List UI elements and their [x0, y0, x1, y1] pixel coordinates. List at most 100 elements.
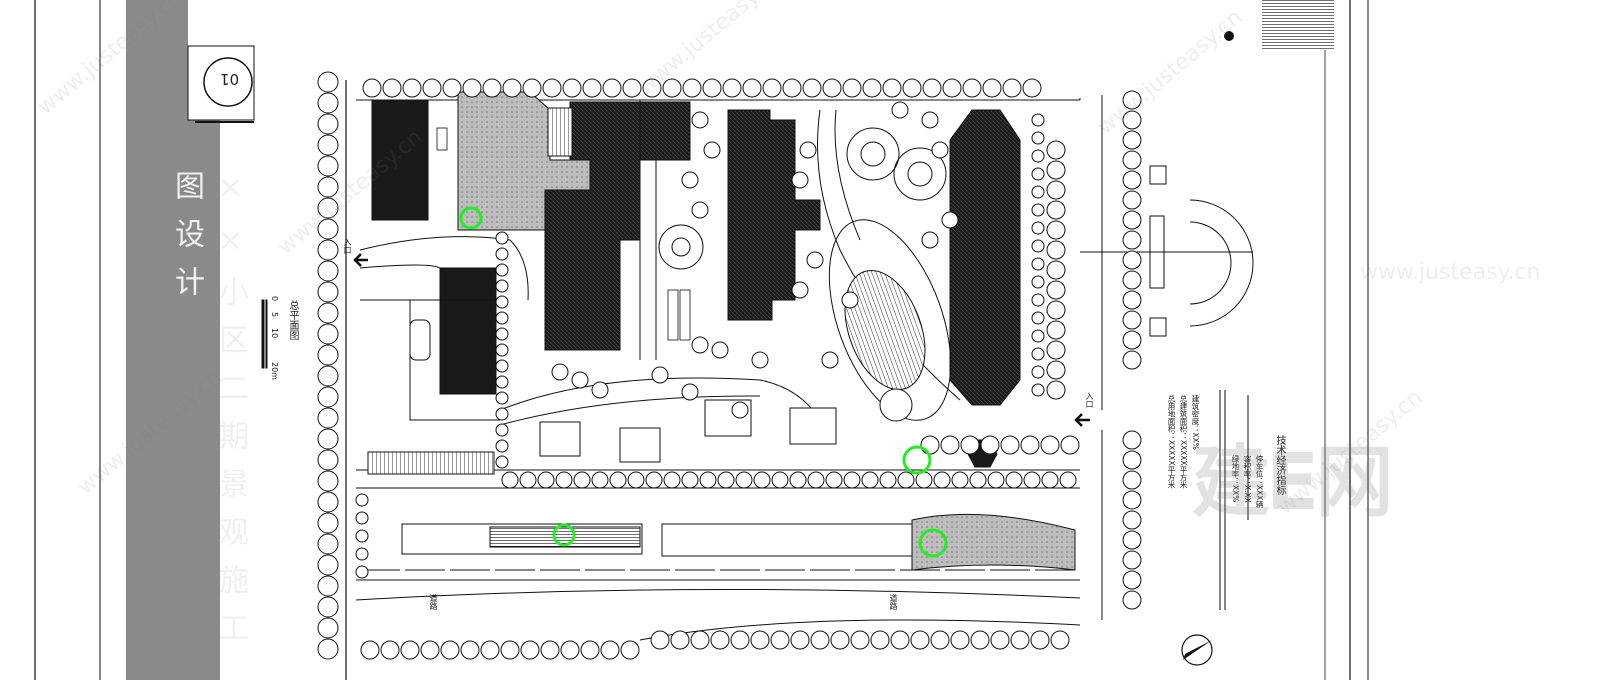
tree-icon — [1023, 471, 1041, 489]
road-label-south-2: 道路 — [889, 594, 898, 610]
parking — [436, 127, 691, 341]
tree-icon — [495, 327, 509, 341]
tree-icon — [980, 435, 1000, 455]
tree-icon — [602, 78, 622, 98]
road-label-south-1: 道路 — [429, 594, 438, 610]
tree-icon — [691, 201, 709, 219]
tree-icon — [580, 640, 600, 660]
tree-icon — [362, 78, 382, 98]
tree-icon — [782, 78, 802, 98]
tree-icon — [1031, 221, 1045, 235]
tree-icon — [771, 471, 789, 489]
tree-icon — [317, 281, 339, 303]
tree-icon — [920, 435, 940, 455]
tree-icon — [762, 78, 782, 98]
tree-icon — [1046, 260, 1066, 280]
tree-icon — [1122, 90, 1142, 110]
tree-icon — [1122, 470, 1142, 490]
tree-icon — [1031, 239, 1045, 253]
tree-icon — [951, 471, 969, 489]
tree-icon — [891, 101, 909, 119]
title-hatch-block — [1262, 0, 1334, 50]
tree-icon — [520, 640, 540, 660]
tree-icon — [931, 141, 949, 159]
tree-icon — [691, 111, 709, 129]
scale-labels: 0 5 10 20m — [270, 296, 284, 380]
tree-icon — [841, 291, 859, 309]
tree-icon — [1122, 190, 1142, 210]
tree-icon — [582, 78, 602, 98]
tree-icon — [317, 470, 339, 492]
tree-icon — [663, 471, 681, 489]
scale-label-20: 20m — [270, 362, 279, 380]
tree-icon — [1041, 471, 1059, 489]
notes-line: 绿地率：XX% — [1231, 455, 1240, 503]
tree-icon — [825, 471, 843, 489]
tree-icon — [620, 640, 640, 660]
tree-icon — [862, 78, 882, 98]
tree-icon — [1046, 200, 1066, 220]
tree-icon — [1059, 471, 1077, 489]
paved-courtyard — [457, 91, 591, 231]
tree-icon — [922, 78, 942, 98]
tree-icon — [1046, 220, 1066, 240]
tree-icon — [317, 71, 339, 93]
tree-icon — [982, 78, 1002, 98]
villas — [539, 399, 837, 463]
tree-icon — [941, 211, 959, 229]
tree-icon — [730, 630, 750, 650]
tree-icon — [890, 630, 910, 650]
tree-icon — [1122, 250, 1142, 270]
tree-icon — [1122, 270, 1142, 290]
tree-icon — [317, 155, 339, 177]
buildings — [371, 99, 1021, 468]
building-d — [727, 109, 821, 321]
tree-icon — [750, 630, 770, 650]
highlighted-trees — [459, 206, 948, 558]
tree-icon — [495, 263, 509, 277]
tree-icon — [830, 630, 850, 650]
tree-icon — [355, 565, 369, 579]
tree-icon — [1010, 630, 1030, 650]
tree-icon — [317, 197, 339, 219]
tree-icon — [317, 428, 339, 450]
tree-icon — [642, 78, 662, 98]
tree-icon — [495, 423, 509, 437]
tree-icon — [317, 218, 339, 240]
tree-icon — [1031, 329, 1045, 343]
tree-icon — [1046, 140, 1066, 160]
tree-icon — [822, 78, 842, 98]
tree-icon — [482, 78, 502, 98]
tree-icon — [942, 78, 962, 98]
tree-icon — [317, 512, 339, 534]
tree-icon — [495, 295, 509, 309]
tree-icon — [317, 617, 339, 639]
tree-icon — [722, 78, 742, 98]
tree-icon — [1122, 430, 1142, 450]
sheet-number: 01 — [220, 70, 240, 88]
tree-icon — [540, 640, 560, 660]
paving-strip — [547, 107, 573, 157]
tree-icon — [317, 575, 339, 597]
tree-icon — [1046, 240, 1066, 260]
tree-icon — [681, 171, 699, 189]
tree-icon — [897, 471, 915, 489]
entrance-plaza — [1080, 165, 1254, 337]
tree-icon — [807, 471, 825, 489]
tree-icon — [645, 471, 663, 489]
tree-icon — [560, 640, 580, 660]
tree-icon — [662, 78, 682, 98]
tree-icon — [711, 341, 729, 359]
tree-icon — [735, 471, 753, 489]
tree-icon — [495, 407, 509, 421]
tree-icon — [360, 640, 380, 660]
road-label-west: 入口 — [343, 238, 352, 254]
tree-icon — [690, 630, 710, 650]
tree-icon — [861, 471, 879, 489]
tree-icon — [850, 630, 870, 650]
tree-icon — [442, 78, 462, 98]
tree-icon — [1005, 471, 1023, 489]
tree-icon — [1122, 510, 1142, 530]
tree-icon — [1031, 131, 1045, 145]
tree-icon — [1122, 230, 1142, 250]
